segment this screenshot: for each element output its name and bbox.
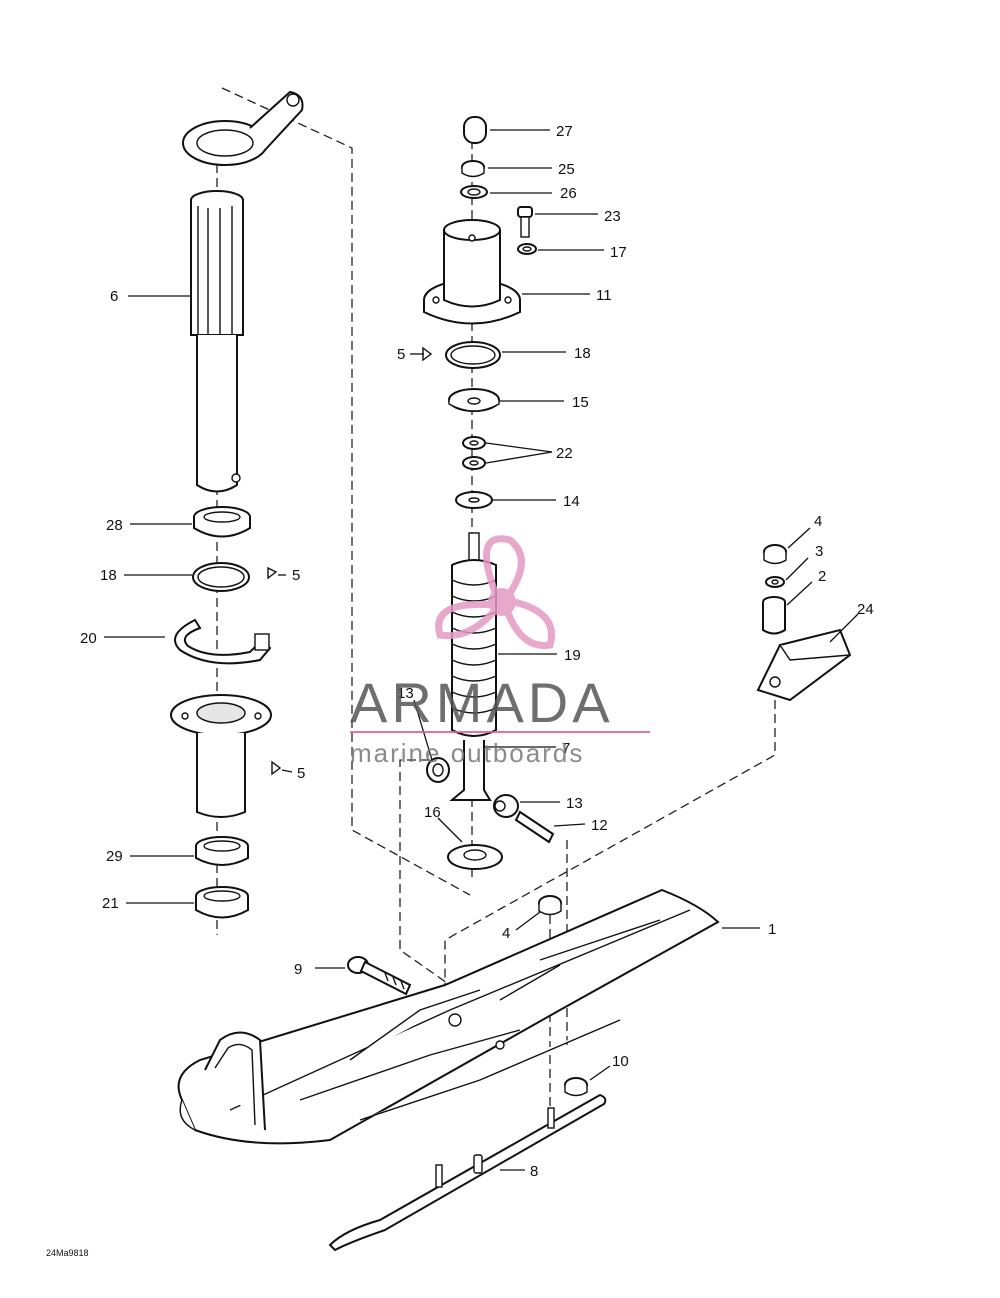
callout-16: 16 [424,804,441,821]
callout-10: 10 [612,1053,629,1070]
callout-23: 23 [604,208,621,225]
washer-3 [765,576,785,588]
washers-22 [462,436,486,470]
cap-27 [463,116,487,144]
callout-18-upper: 18 [574,345,591,362]
washer-14 [455,491,493,509]
callout-21: 21 [102,895,119,912]
callout-18-lower: 18 [100,567,117,584]
callout-15: 15 [572,394,589,411]
shock-mount-11 [423,219,521,325]
callout-5-lower: 5 [297,765,305,782]
bushing-28 [193,506,251,538]
nut-4-lower [538,895,562,916]
callout-28: 28 [106,517,123,534]
screw-23 [517,206,533,238]
bushing-21 [195,886,249,919]
bolt-9 [347,956,412,996]
callout-6: 6 [110,288,118,305]
callout-20: 20 [80,630,97,647]
nut-4-upper [763,544,787,565]
washer-26 [460,185,488,199]
callout-labels: 27 25 26 23 17 11 18 5 15 22 14 19 7 13 … [80,123,874,1180]
callout-4-lower: 4 [502,925,510,942]
callout-13-left: 13 [397,685,414,702]
callout-14: 14 [563,493,580,510]
drawing-code: 24Ma9818 [46,1248,89,1258]
nut-25 [461,160,485,178]
ski-1 [177,888,720,1145]
bushing-13-left [426,757,450,783]
callout-13-right: 13 [566,795,583,812]
callout-26: 26 [560,185,577,202]
armada-watermark: ARMADA marine outboards [350,535,650,768]
callout-1: 1 [768,921,776,938]
callout-4-upper: 4 [814,513,822,530]
callout-24: 24 [857,601,874,618]
callout-9: 9 [294,961,302,978]
callout-11: 11 [596,287,612,304]
callout-5-middle: 5 [292,567,300,584]
callout-25: 25 [558,161,575,178]
steering-column [190,190,244,493]
o-ring-18-upper [445,341,501,369]
lower-bearing-housing [170,694,272,818]
grease-fittings [267,346,433,776]
callout-27: 27 [556,123,573,140]
callout-29: 29 [106,848,123,865]
watermark-brand: ARMADA [350,671,614,734]
callout-22: 22 [556,445,573,462]
propeller-logo-icon [435,535,555,649]
callout-3: 3 [815,543,823,560]
bushing-29 [195,836,249,866]
pin-12 [514,810,555,844]
callout-17: 17 [610,244,627,261]
ski-handle [204,1031,266,1131]
washer-17 [517,243,537,255]
callout-2: 2 [818,568,826,585]
o-ring-18-lower [192,562,250,592]
runner-8 [328,1093,607,1252]
callout-19: 19 [564,647,581,664]
nut-10 [564,1077,588,1097]
callout-7: 7 [562,740,570,757]
plate-15 [448,388,500,412]
spacer-2 [762,596,786,635]
propeller-hub [488,588,516,616]
bracket-24 [756,628,852,702]
bushing-13-right [493,794,519,818]
callout-5-upper: 5 [397,346,405,363]
leader-lines [104,129,859,1171]
spacer-16 [447,844,503,870]
shock-absorber-19 [449,532,497,801]
retaining-ring-20 [174,618,272,665]
steering-arm [182,90,304,166]
callout-12: 12 [591,817,608,834]
callout-8: 8 [530,1163,538,1180]
watermark-tagline: marine outboards [350,738,584,768]
shock-bellows-folds [451,579,497,714]
